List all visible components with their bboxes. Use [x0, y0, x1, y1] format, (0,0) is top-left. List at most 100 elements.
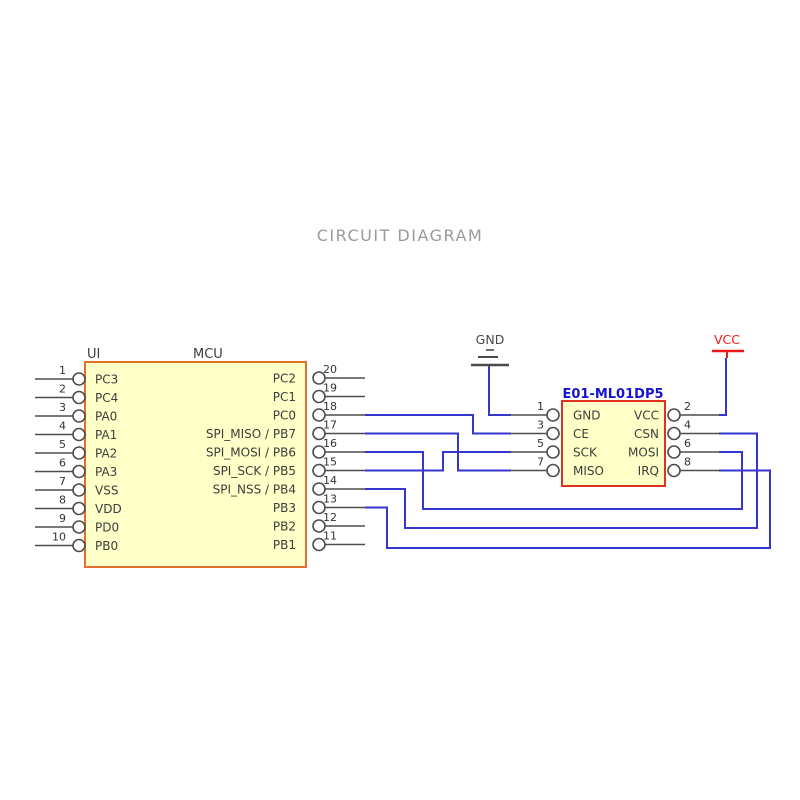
mcu-pin-7-pad — [72, 483, 86, 497]
wire-mcu14-nss-to-csn — [365, 432, 758, 529]
module-pin-4-label: CSN — [634, 427, 659, 441]
mcu-pin-2-number: 2 — [59, 383, 66, 396]
mcu-pin-5-pad — [72, 446, 86, 460]
mcu-name-label: MCU — [193, 347, 223, 362]
mcu-pin-8-number: 8 — [59, 494, 66, 507]
mcu-pin-3-number: 3 — [59, 401, 66, 414]
wire-mcu13-pb3-to-irq — [365, 469, 771, 549]
module-pin-7-pad — [546, 463, 560, 478]
module-name-label: E01-ML01DP5 — [562, 387, 663, 402]
diagram-title: CIRCUIT DIAGRAM — [316, 226, 484, 245]
mcu-pin-11-label: PB1 — [273, 538, 296, 552]
mcu-pin-11-number: 11 — [323, 530, 337, 543]
mcu-pin-7-label: VSS — [95, 484, 118, 498]
mcu-pin-6-number: 6 — [59, 457, 66, 470]
wire-mcu18-pc0-to-ce — [365, 414, 511, 435]
mcu-pin-13-pad — [312, 500, 326, 515]
mcu-pin-20-label: PC2 — [273, 372, 296, 386]
mcu-pin-15-label: SPI_SCK / PB5 — [213, 464, 296, 478]
module-pin-4-pad — [667, 426, 681, 441]
module-pin-6-pad — [667, 445, 681, 459]
mcu-pin-17-number: 17 — [323, 419, 337, 432]
mcu-pin-19-pad — [312, 389, 326, 404]
mcu-ref-label: UI — [87, 347, 100, 362]
mcu-pin-20-pad — [312, 371, 326, 385]
mcu-pin-18-number: 18 — [323, 400, 337, 413]
module-pin-5-number: 5 — [537, 437, 544, 450]
mcu-pin-4-label: PA1 — [95, 428, 117, 442]
module-pin-1-number: 1 — [537, 400, 544, 413]
mcu-pin-1-label: PC3 — [95, 373, 118, 387]
mcu-pin-17-pad — [312, 426, 326, 441]
mcu-pin-6-pad — [72, 464, 86, 479]
mcu-pin-3-pad — [72, 409, 86, 423]
mcu-pin-16-pad — [312, 445, 326, 459]
module-pin-3-number: 3 — [537, 419, 544, 432]
mcu-pin-19-number: 19 — [323, 382, 337, 395]
module-pin-5-pad — [546, 445, 560, 459]
mcu-pin-12-label: PB2 — [273, 520, 296, 534]
mcu-pin-3-label: PA0 — [95, 410, 117, 424]
module-pin-7-label: MISO — [573, 464, 604, 478]
module-pin-8-pad — [667, 463, 681, 478]
module-pin-8-number: 8 — [684, 456, 691, 469]
mcu-pin-15-number: 15 — [323, 456, 337, 469]
module-pin-7-number: 7 — [537, 456, 544, 469]
mcu-pin-19-label: PC1 — [273, 390, 296, 404]
module-pin-3-label: CE — [573, 427, 589, 441]
mcu-pin-12-number: 12 — [323, 511, 337, 524]
mcu-pin-18-label: PC0 — [273, 409, 296, 423]
module-box — [561, 400, 666, 487]
mcu-pin-10-label: PB0 — [95, 539, 118, 553]
mcu-pin-18-pad — [312, 408, 326, 422]
wire-mcu16-mosi-to-mosi — [365, 451, 743, 510]
wire-gnd-to-module-gnd — [488, 366, 511, 416]
module-pin-1-label: GND — [573, 409, 601, 423]
mcu-pin-4-pad — [72, 427, 86, 442]
mcu-pin-2-label: PC4 — [95, 391, 118, 405]
mcu-pin-6-label: PA3 — [95, 465, 117, 479]
mcu-pin-8-label: VDD — [95, 502, 122, 516]
mcu-pin-14-number: 14 — [323, 474, 337, 487]
mcu-pin-5-number: 5 — [59, 438, 66, 451]
mcu-pin-13-number: 13 — [323, 493, 337, 506]
vcc-label: VCC — [714, 332, 740, 347]
wire-mcu15-sck-to-sck — [365, 451, 511, 472]
mcu-pin-14-pad — [312, 482, 326, 496]
mcu-pin-16-number: 16 — [323, 437, 337, 450]
module-pin-2-pad — [667, 408, 681, 422]
module-pin-5-label: SCK — [573, 446, 598, 460]
module-pin-3-pad — [546, 426, 560, 441]
module-pin-4-number: 4 — [684, 419, 691, 432]
mcu-box — [84, 361, 307, 568]
mcu-pin-8-pad — [72, 501, 86, 516]
module-pin-6-label: MOSI — [628, 446, 659, 460]
mcu-pin-1-number: 1 — [59, 364, 66, 377]
wire-vcc-to-module-vcc — [719, 358, 727, 416]
mcu-pin-20-number: 20 — [323, 363, 337, 376]
mcu-pin-4-number: 4 — [59, 420, 66, 433]
mcu-pin-10-number: 10 — [52, 531, 66, 544]
mcu-pin-12-pad — [312, 519, 326, 533]
module-pin-1-pad — [546, 408, 560, 422]
module-pin-2-label: VCC — [634, 409, 659, 423]
module-pin-8-label: IRQ — [638, 464, 659, 478]
mcu-pin-17-label: SPI_MISO / PB7 — [206, 427, 296, 441]
module-pin-6-number: 6 — [684, 437, 691, 450]
mcu-pin-9-label: PD0 — [95, 521, 119, 535]
mcu-pin-9-number: 9 — [59, 512, 66, 525]
mcu-pin-7-number: 7 — [59, 475, 66, 488]
mcu-pin-11-pad — [312, 537, 326, 552]
mcu-pin-9-pad — [72, 520, 86, 534]
mcu-pin-15-pad — [312, 463, 326, 478]
mcu-pin-16-label: SPI_MOSI / PB6 — [206, 446, 296, 460]
mcu-pin-13-label: PB3 — [273, 501, 296, 515]
mcu-pin-2-pad — [72, 390, 86, 405]
gnd-label: GND — [476, 332, 505, 347]
mcu-pin-5-label: PA2 — [95, 447, 117, 461]
mcu-pin-14-label: SPI_NSS / PB4 — [213, 483, 296, 497]
mcu-pin-1-pad — [72, 372, 86, 386]
mcu-pin-10-pad — [72, 538, 86, 553]
